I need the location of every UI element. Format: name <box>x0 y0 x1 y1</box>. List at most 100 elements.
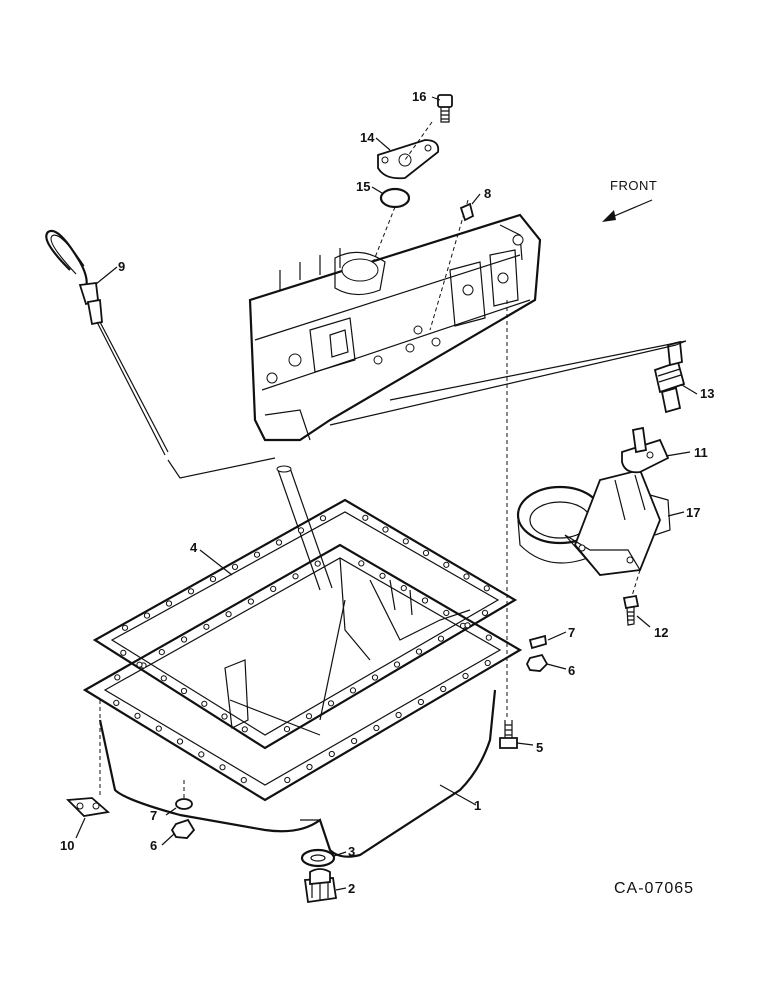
bolt-hole <box>305 713 313 720</box>
bolt-hole <box>284 776 291 784</box>
bolt-hole <box>134 712 141 719</box>
drain-gasket-3 <box>300 848 336 868</box>
bolt-hole <box>155 725 162 732</box>
bolt-hole <box>292 573 299 580</box>
bolt-hole <box>247 598 254 605</box>
bolt-hole <box>485 634 492 641</box>
stud-5 <box>499 720 518 749</box>
bolt-hole <box>306 763 313 771</box>
bolt-hole <box>484 659 491 667</box>
bolt-hole <box>231 563 239 571</box>
bolt-hole <box>225 611 232 618</box>
callout-13: 13 <box>700 386 714 401</box>
bolt-hole <box>440 685 447 693</box>
bolt-hole <box>297 527 305 534</box>
bolt-hole <box>275 539 283 546</box>
bolt-hole <box>393 661 401 668</box>
callout-9: 9 <box>118 259 125 274</box>
callout-11: 11 <box>694 445 708 460</box>
bolt-hole <box>351 737 358 745</box>
bolt-hole <box>113 699 120 707</box>
sender-13 <box>653 340 686 414</box>
bolt-hole <box>198 751 205 758</box>
bolt-hole <box>114 674 121 681</box>
bolt-hole <box>180 687 188 695</box>
bolt-hole <box>241 726 248 733</box>
bolt-hole <box>464 622 471 629</box>
bolt-hole <box>328 750 335 758</box>
bolt-hole <box>371 674 379 681</box>
callout-6-left: 6 <box>150 838 157 853</box>
bolt-hole <box>187 588 195 595</box>
dipstick-tube <box>276 465 333 591</box>
callout-5: 5 <box>536 740 543 755</box>
callout-12: 12 <box>654 625 668 640</box>
bolt-hole <box>319 515 327 522</box>
flange-holes <box>113 514 492 784</box>
bolt-hole <box>362 514 369 521</box>
bolt-hole <box>240 777 247 784</box>
bolt-hole <box>209 576 217 583</box>
washer-7-right <box>528 634 547 650</box>
bolt-hole <box>443 609 450 617</box>
cover-plate-14 <box>377 139 440 180</box>
nut-6-right <box>525 653 549 672</box>
bolt-hole <box>219 764 226 771</box>
oil-pan-1 <box>82 543 523 858</box>
bolt-hole <box>349 687 357 694</box>
bolt-hole <box>382 526 389 533</box>
bolt-hole <box>373 724 380 732</box>
bolt-hole <box>481 609 489 617</box>
bolt-12 <box>622 594 640 626</box>
bolt-hole <box>201 700 208 707</box>
bolt-hole <box>463 573 470 580</box>
o-ring-15 <box>379 187 411 209</box>
bolt-hole <box>462 672 469 680</box>
bolt-hole <box>422 549 430 557</box>
leader-lines <box>75 96 698 891</box>
bolt-16 <box>437 94 453 123</box>
bolt-hole <box>417 698 424 706</box>
bolt-hole <box>176 738 184 745</box>
bolt-hole <box>120 649 127 656</box>
bolt-hole <box>253 551 261 558</box>
bolt-hole <box>443 561 450 568</box>
bolt-hole <box>402 538 409 545</box>
bolt-hole <box>415 648 423 655</box>
bolt-hole <box>181 636 188 643</box>
callout-7-left: 7 <box>150 808 157 823</box>
callout-4: 4 <box>190 540 198 555</box>
bolt-hole <box>395 711 402 719</box>
bolt-hole <box>437 635 445 642</box>
bolt-hole <box>136 661 143 668</box>
bolt-hole <box>143 612 151 619</box>
drain-plug-2 <box>303 868 338 904</box>
bolt-hole <box>314 560 321 567</box>
bolt-hole <box>379 572 386 579</box>
bolt-hole <box>483 585 490 592</box>
bolt-hole <box>165 600 173 607</box>
callout-17: 17 <box>686 505 700 520</box>
plug-8 <box>459 202 475 222</box>
bolt-hole <box>221 713 228 720</box>
pump-bracket-11 <box>621 426 670 474</box>
oil-pan-gasket-4 <box>92 498 518 750</box>
callout-6-right: 6 <box>568 663 575 678</box>
bolt-hole <box>160 675 167 682</box>
bolt-hole <box>203 623 210 630</box>
figure-code: CA-07065 <box>614 880 694 897</box>
callout-16: 16 <box>412 89 426 104</box>
nut-6-left <box>170 818 196 839</box>
callout-14: 14 <box>360 130 375 145</box>
bolt-hole <box>358 560 365 567</box>
front-arrow <box>602 199 653 222</box>
bolt-hole <box>270 585 277 593</box>
bolt-hole <box>327 700 335 707</box>
front-label: FRONT <box>610 178 657 193</box>
bolt-hole <box>121 624 129 631</box>
callout-7-right: 7 <box>568 625 575 640</box>
oil-pump-17 <box>516 468 671 576</box>
bolt-hole <box>158 649 165 656</box>
callout-8: 8 <box>484 186 491 201</box>
